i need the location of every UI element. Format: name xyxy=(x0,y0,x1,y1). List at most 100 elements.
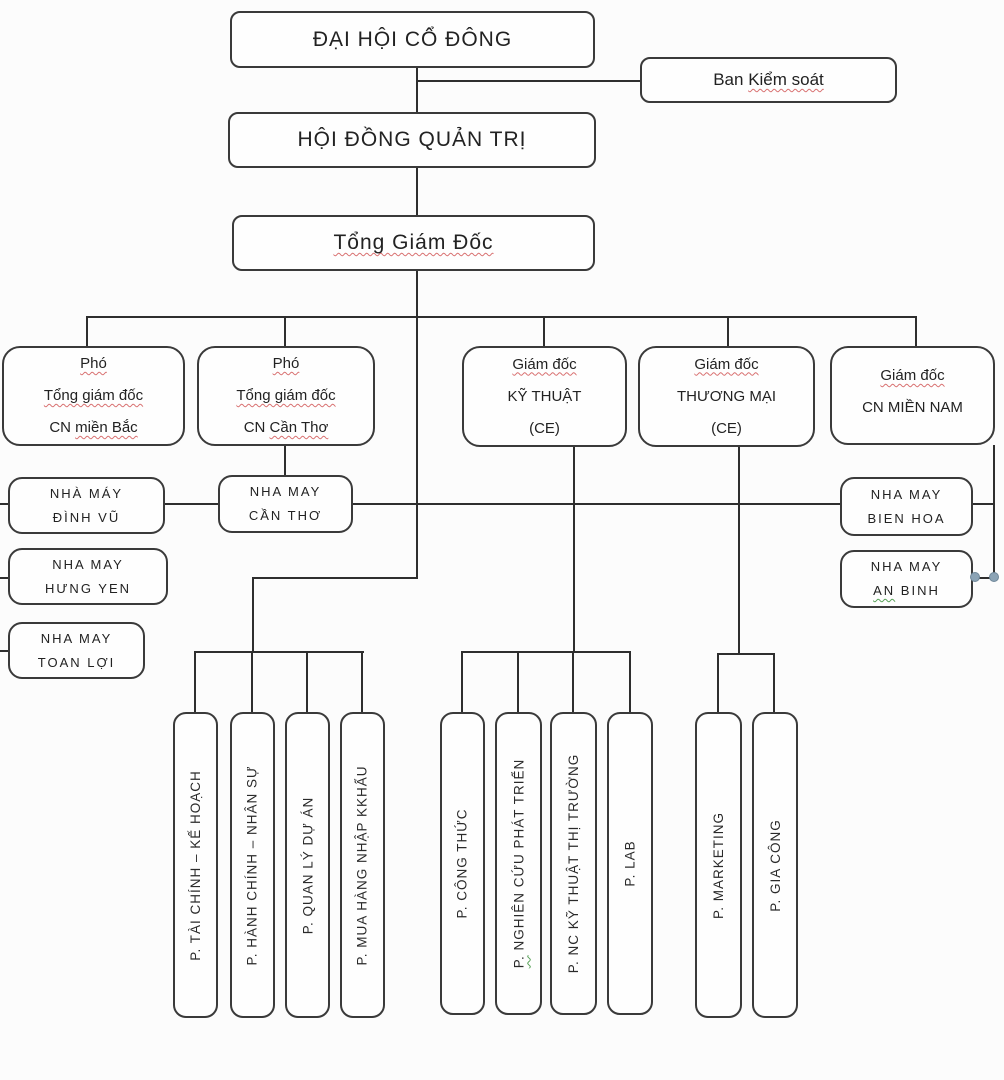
dept-box-formula[interactable]: P. CÔNG THỨC xyxy=(440,712,485,1015)
node-factory-cantho[interactable]: NHA MAY CẦN THƠ xyxy=(218,475,353,533)
node-director-commercial[interactable]: Giám đốc THƯƠNG MẠI (CE) xyxy=(638,346,815,447)
node-line: CN Cần Thơ xyxy=(243,419,329,436)
node-factory-toanloi[interactable]: NHA MAY TOAN LỢI xyxy=(8,622,145,679)
node-label: HỘI ĐỒNG QUẢN TRỊ xyxy=(297,128,527,151)
connector-anbinh-link xyxy=(973,577,994,579)
dept-label: P. QUAN LÝ DỰ ÁN xyxy=(300,796,316,934)
node-line: TOAN LỢI xyxy=(37,654,116,670)
connector-jog-down xyxy=(252,577,254,653)
node-factory-hungyen[interactable]: NHA MAY HƯNG YEN xyxy=(8,548,168,605)
connector-stub-finance xyxy=(194,651,196,712)
dept-box-lab[interactable]: P. LAB xyxy=(607,712,653,1015)
node-line: NHA MAY xyxy=(52,556,124,572)
dept-label: P. MARKETING xyxy=(711,811,726,919)
node-label: Ban Kiểm soát xyxy=(713,70,824,89)
connector-stub-marketing xyxy=(717,653,719,712)
connector-rightgroup-bar xyxy=(717,653,775,655)
node-line: NHA MAY xyxy=(870,559,943,574)
node-line: CẦN THƠ xyxy=(248,508,323,523)
connector-stub-project xyxy=(306,651,308,712)
node-factory-bienhoa[interactable]: NHA MAY BIEN HOA xyxy=(840,477,973,536)
selection-handle[interactable] xyxy=(989,572,999,582)
node-line: (CE) xyxy=(711,419,742,437)
node-shareholders-meeting[interactable]: ĐẠI HỘI CỔ ĐÔNG xyxy=(230,11,595,68)
connector-technical-down xyxy=(573,446,575,653)
node-deputy-gd-north[interactable]: Phó Tổng giám đốc CN miền Bắc xyxy=(2,346,185,446)
connector-stub-deputy-north xyxy=(86,316,88,346)
node-line: (CE) xyxy=(529,419,560,437)
node-label: Tổng Giám Đốc xyxy=(333,231,494,254)
dept-box-project-mgmt[interactable]: P. QUAN LÝ DỰ ÁN xyxy=(285,712,330,1018)
node-director-technical[interactable]: Giám đốc KỸ THUẬT (CE) xyxy=(462,346,627,447)
node-line: ĐÌNH VŨ xyxy=(52,509,121,525)
connector-gd-trunk xyxy=(416,271,418,578)
dept-box-purchasing-import[interactable]: P. MUA HÀNG NHẬP KKHẨU xyxy=(340,712,385,1018)
node-line: NHA MAY xyxy=(249,484,322,499)
node-factory-anbinh[interactable]: NHA MAY AN BINH xyxy=(840,550,973,608)
connector-stub-purchasing xyxy=(361,651,363,712)
node-line: CN miền Bắc xyxy=(49,419,138,436)
node-line: Giám đốc xyxy=(880,367,945,384)
node-line: CN MIỀN NAM xyxy=(862,399,963,416)
connector-cantho-factory xyxy=(284,446,286,475)
node-line: THƯƠNG MẠI xyxy=(676,387,776,405)
node-factory-dinhvu[interactable]: NHÀ MÁY ĐÌNH VŨ xyxy=(8,477,165,534)
dept-label: P. GIA CÔNG xyxy=(767,818,783,912)
node-label: ĐẠI HỘI CỔ ĐÔNG xyxy=(312,27,513,51)
node-line: HƯNG YEN xyxy=(44,580,132,596)
connector-south-down xyxy=(993,445,995,578)
node-line: Phó xyxy=(80,355,107,372)
dept-label: P. NC KỸ THUẬT THỊ TRƯỜNG xyxy=(566,753,581,974)
connector-factory-spine xyxy=(0,503,995,505)
dept-label: P. LAB xyxy=(622,840,638,887)
connector-stub-dir-commercial xyxy=(727,316,729,346)
connector-stub-admin xyxy=(251,651,253,712)
connector-stub-lab xyxy=(629,651,631,712)
dept-label: P. MUA HÀNG NHẬP KKHẨU xyxy=(355,764,370,966)
node-supervisory-board[interactable]: Ban Kiểm soát xyxy=(640,57,897,103)
connector-commercial-down xyxy=(738,446,740,655)
node-line: Tổng giám đốc xyxy=(43,387,144,404)
node-line: NHA MAY xyxy=(870,486,943,502)
connector-stub-rnd xyxy=(517,651,519,712)
node-line: AN BINH xyxy=(873,583,940,598)
connector-stub-giacong xyxy=(773,653,775,712)
dept-box-marketing[interactable]: P. MARKETING xyxy=(695,712,742,1018)
node-general-director[interactable]: Tổng Giám Đốc xyxy=(232,215,595,271)
dept-label: P. CÔNG THỨC xyxy=(455,808,471,919)
connector-stub-markettech xyxy=(572,651,574,712)
node-deputy-gd-cantho[interactable]: Phó Tổng giám đốc CN Cần Thơ xyxy=(197,346,375,446)
dept-box-market-tech[interactable]: P. NC KỸ THUẬT THỊ TRƯỜNG xyxy=(550,712,597,1015)
connector-stub-hungyen xyxy=(0,577,8,579)
connector-stub-dir-technical xyxy=(543,316,545,346)
connector-shareholders-board xyxy=(416,68,418,114)
dept-box-rnd[interactable]: P. NGHIÊN CỨU PHÁT TRIỂN xyxy=(495,712,542,1015)
connector-board-gd xyxy=(416,168,418,215)
node-line: Phó xyxy=(272,355,300,372)
selection-handle[interactable] xyxy=(970,572,980,582)
connector-midgroup-bar xyxy=(461,651,631,653)
node-line: KỸ THUẬT xyxy=(507,387,582,405)
dept-label: P. NGHIÊN CỨU PHÁT TRIỂN xyxy=(511,758,527,969)
dept-box-processing[interactable]: P. GIA CÔNG xyxy=(752,712,798,1018)
connector-leftgroup-bar xyxy=(195,651,364,653)
node-line: NHA MAY xyxy=(40,630,113,646)
dept-label: P. TÀI CHÍNH – KẾ HOẠCH xyxy=(188,769,204,961)
connector-level2-spine xyxy=(87,316,917,318)
node-director-south[interactable]: Giám đốc CN MIỀN NAM xyxy=(830,346,995,445)
connector-stub-dir-south xyxy=(915,316,917,346)
dept-box-admin-hr[interactable]: P. HÀNH CHÍNH – NHÂN SỰ xyxy=(230,712,275,1018)
node-board-of-directors[interactable]: HỘI ĐỒNG QUẢN TRỊ xyxy=(228,112,596,168)
dept-label: P. HÀNH CHÍNH – NHÂN SỰ xyxy=(245,764,260,966)
node-line: Tổng giám đốc xyxy=(236,387,336,404)
dept-box-finance-planning[interactable]: P. TÀI CHÍNH – KẾ HOẠCH xyxy=(173,712,218,1018)
node-line: NHÀ MÁY xyxy=(49,485,124,501)
connector-stub-toanloi xyxy=(0,650,8,652)
connector-stub-deputy-cantho xyxy=(284,316,286,346)
node-line: Giám đốc xyxy=(694,355,759,373)
connector-supervisory-branch xyxy=(417,80,641,82)
node-line: Giám đốc xyxy=(512,355,577,373)
node-line: BIEN HOA xyxy=(867,510,946,526)
connector-stub-formula xyxy=(461,651,463,712)
